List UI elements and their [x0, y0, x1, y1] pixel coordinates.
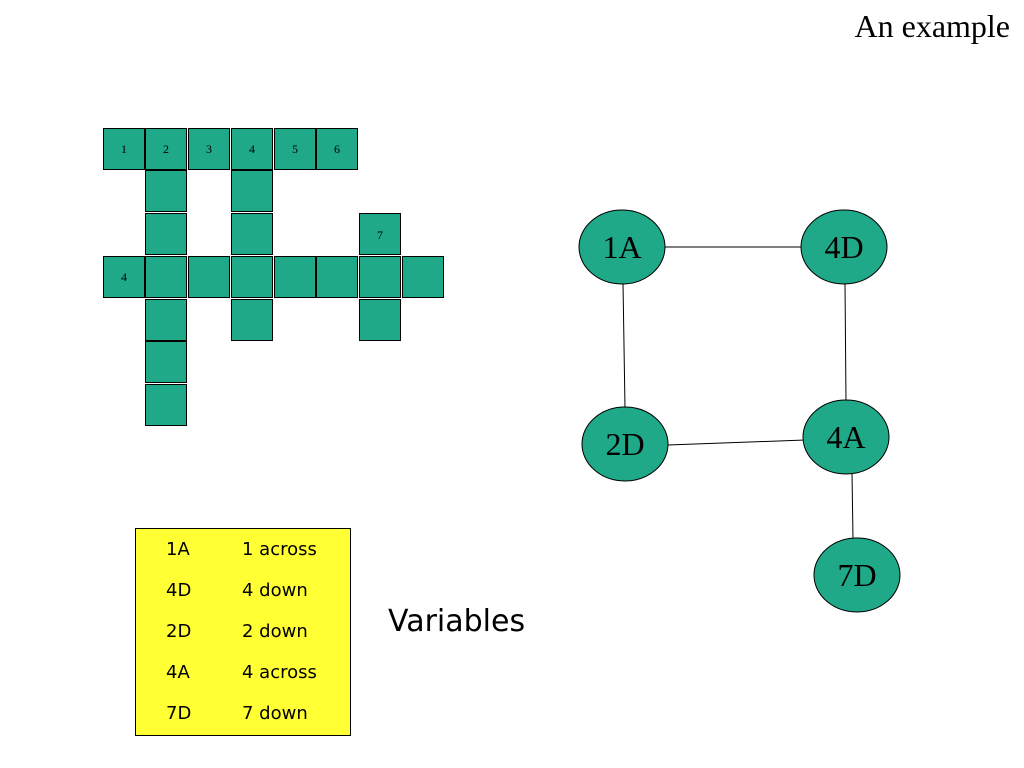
node-label: 2D [605, 426, 644, 462]
edge-4A-7D [851, 471, 854, 541]
crossword-cell [145, 299, 187, 341]
crossword-cell [231, 299, 273, 341]
variables-legend: 1A 1 across 4D 4 down 2D 2 down 4A 4 acr… [135, 528, 351, 736]
crossword-cell-5: 5 [274, 128, 316, 170]
edge-1A-2D [622, 282, 626, 409]
legend-key: 1A [166, 539, 190, 560]
crossword-cell [359, 256, 401, 298]
crossword-cell [145, 341, 187, 383]
crossword-cell-4: 4 [231, 128, 273, 170]
node-1A: 1A [578, 209, 666, 285]
node-4D: 4D [800, 209, 888, 285]
legend-row: 4A 4 across [136, 662, 350, 686]
legend-key: 7D [166, 703, 192, 724]
legend-desc: 4 down [242, 580, 308, 601]
node-label: 1A [602, 229, 641, 265]
legend-row: 4D 4 down [136, 580, 350, 604]
crossword-cell [316, 256, 358, 298]
crossword-cell [145, 170, 187, 212]
crossword-cell-2: 2 [145, 128, 187, 170]
crossword-cell-1: 1 [103, 128, 145, 170]
crossword-cell [231, 213, 273, 255]
crossword-cell [145, 384, 187, 426]
node-label: 7D [837, 557, 876, 593]
crossword-cell [231, 170, 273, 212]
legend-key: 4D [166, 580, 192, 601]
legend-desc: 2 down [242, 621, 308, 642]
edge-2D-4A [667, 439, 806, 446]
crossword-cell-6: 6 [316, 128, 358, 170]
node-label: 4A [826, 419, 865, 455]
crossword-cell [231, 256, 273, 298]
crossword-cell [402, 256, 444, 298]
legend-key: 2D [166, 621, 192, 642]
crossword-cell [359, 299, 401, 341]
crossword-cell [188, 256, 230, 298]
legend-row: 1A 1 across [136, 539, 350, 563]
crossword-cell-7: 7 [359, 213, 401, 255]
edge-4D-4A [844, 282, 847, 403]
legend-desc: 1 across [242, 539, 317, 560]
crossword-grid: 1 2 3 4 5 6 7 4 [103, 128, 445, 428]
legend-key: 4A [166, 662, 190, 683]
variables-label: Variables [388, 604, 526, 639]
crossword-cell-3: 3 [188, 128, 230, 170]
crossword-cell [145, 213, 187, 255]
node-label: 4D [824, 229, 863, 265]
node-4A: 4A [802, 399, 890, 475]
crossword-cell [145, 256, 187, 298]
legend-row: 2D 2 down [136, 621, 350, 645]
graph-edges [622, 246, 854, 541]
legend-desc: 7 down [242, 703, 308, 724]
legend-desc: 4 across [242, 662, 317, 683]
page-title: An example [854, 8, 1011, 44]
node-2D: 2D [581, 406, 669, 482]
legend-row: 7D 7 down [136, 703, 350, 727]
crossword-cell-4a: 4 [103, 256, 145, 298]
node-7D: 7D [813, 537, 901, 613]
crossword-cell [274, 256, 316, 298]
